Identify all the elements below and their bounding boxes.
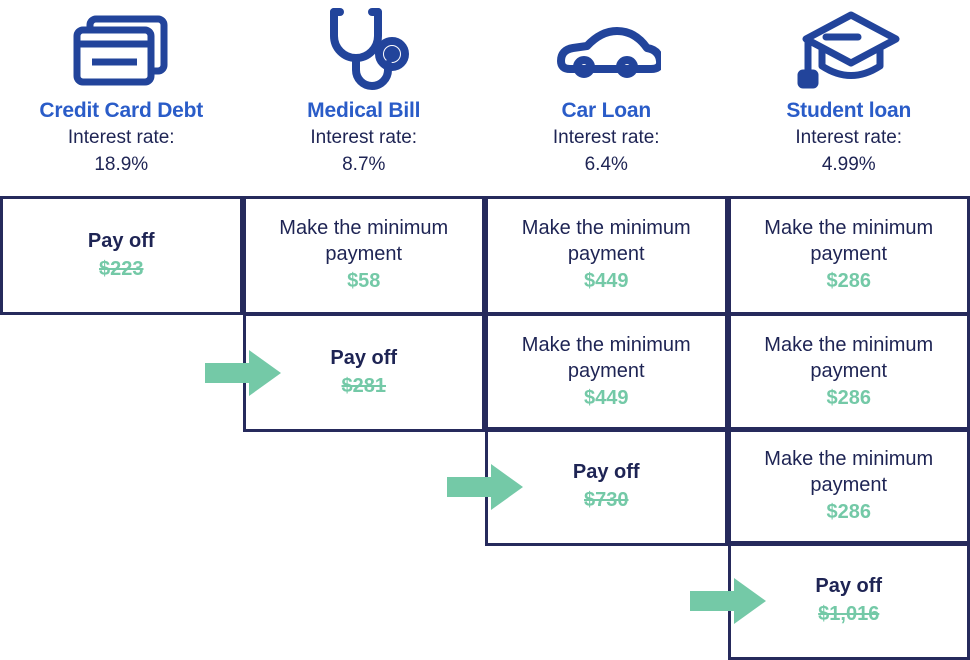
- cell-amount-value: $286: [827, 386, 872, 412]
- cell-action-label: Pay off: [330, 346, 397, 372]
- cell-action-label: Make the minimum payment: [498, 333, 715, 384]
- grid-cell-student-loan-step-3: Make the minimum payment$286: [728, 427, 970, 546]
- debt-name: Student loan: [786, 100, 911, 121]
- cell-action-label: Make the minimum payment: [741, 216, 958, 267]
- credit-cards-icon: [69, 0, 173, 100]
- cell-action-label: Make the minimum payment: [741, 447, 958, 498]
- cell-action-label: Make the minimum payment: [498, 216, 715, 267]
- interest-rate-value: 18.9%: [94, 152, 148, 179]
- grid-cell-car-loan-step-2: Make the minimum payment$449: [485, 313, 728, 432]
- grid-cell-student-loan-step-1: Make the minimum payment$286: [728, 196, 970, 315]
- cell-action-label: Pay off: [815, 574, 882, 600]
- header-column-credit-card-debt: Credit Card Debt Interest rate: 18.9%: [0, 0, 243, 196]
- cell-amount-value: $449: [584, 269, 629, 295]
- interest-rate-label: Interest rate:: [68, 125, 175, 152]
- interest-rate-value: 6.4%: [585, 152, 628, 179]
- cell-action-label: Pay off: [573, 460, 640, 486]
- grid-cell-medical-bill-step-2: Pay off$281: [243, 313, 486, 432]
- header-column-car-loan: Car Loan Interest rate: 6.4%: [485, 0, 728, 196]
- grid-cell-medical-bill-step-1: Make the minimum payment$58: [243, 196, 486, 315]
- grid-cell-student-loan-step-2: Make the minimum payment$286: [728, 313, 970, 432]
- cell-action-label: Make the minimum payment: [741, 333, 958, 384]
- interest-rate-value: 8.7%: [342, 152, 385, 179]
- cell-action-label: Make the minimum payment: [256, 216, 473, 267]
- interest-rate-label: Interest rate:: [310, 125, 417, 152]
- graduation-cap-icon: [796, 0, 902, 100]
- debt-name: Car Loan: [562, 100, 651, 121]
- cell-amount-value: $223: [99, 257, 144, 283]
- cell-amount-value: $730: [584, 488, 629, 514]
- grid-cell-car-loan-step-1: Make the minimum payment$449: [485, 196, 728, 315]
- debt-name: Medical Bill: [307, 100, 420, 121]
- cell-amount-value: $58: [347, 269, 380, 295]
- car-icon: [551, 0, 661, 100]
- cell-amount-value: $286: [827, 269, 872, 295]
- cell-amount-value: $286: [827, 500, 872, 526]
- cell-amount-value: $281: [342, 374, 387, 400]
- interest-rate-label: Interest rate:: [795, 125, 902, 152]
- debt-name: Credit Card Debt: [39, 100, 203, 121]
- header-column-student-loan: Student loan Interest rate: 4.99%: [728, 0, 970, 196]
- grid-cell-credit-card-debt-step-1: Pay off$223: [0, 196, 243, 315]
- cell-amount-value: $449: [584, 386, 629, 412]
- stethoscope-icon: [312, 0, 416, 100]
- grid-cell-car-loan-step-3: Pay off$730: [485, 427, 728, 546]
- cell-amount-value: $1,016: [818, 602, 879, 628]
- debt-header-row: Credit Card Debt Interest rate: 18.9% Me…: [0, 0, 970, 196]
- header-column-medical-bill: Medical Bill Interest rate: 8.7%: [243, 0, 486, 196]
- interest-rate-label: Interest rate:: [553, 125, 660, 152]
- interest-rate-value: 4.99%: [822, 152, 876, 179]
- cell-action-label: Pay off: [88, 229, 155, 255]
- grid-cell-student-loan-step-4: Pay off$1,016: [728, 541, 970, 660]
